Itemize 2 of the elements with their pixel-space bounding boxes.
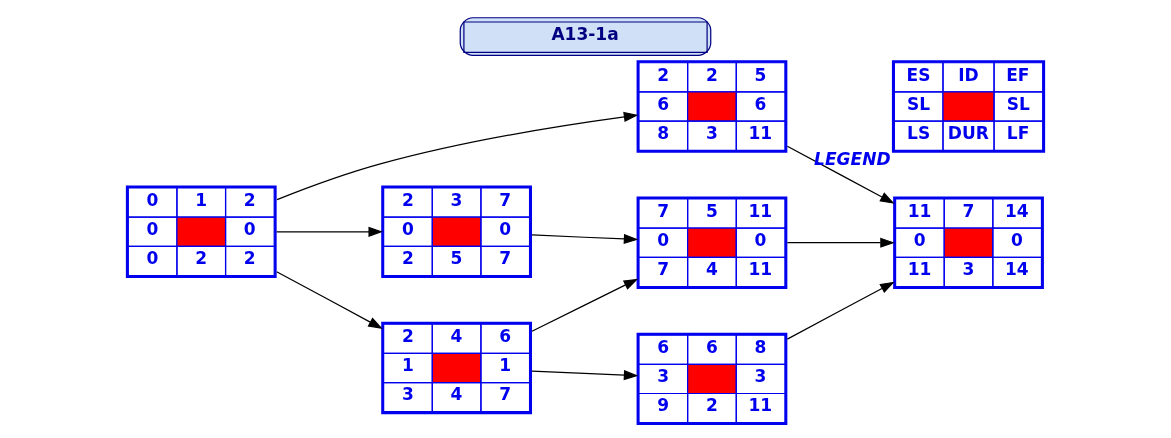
- diagram-title: A13-1a: [551, 24, 619, 45]
- node-label: LEGEND: [814, 149, 891, 170]
